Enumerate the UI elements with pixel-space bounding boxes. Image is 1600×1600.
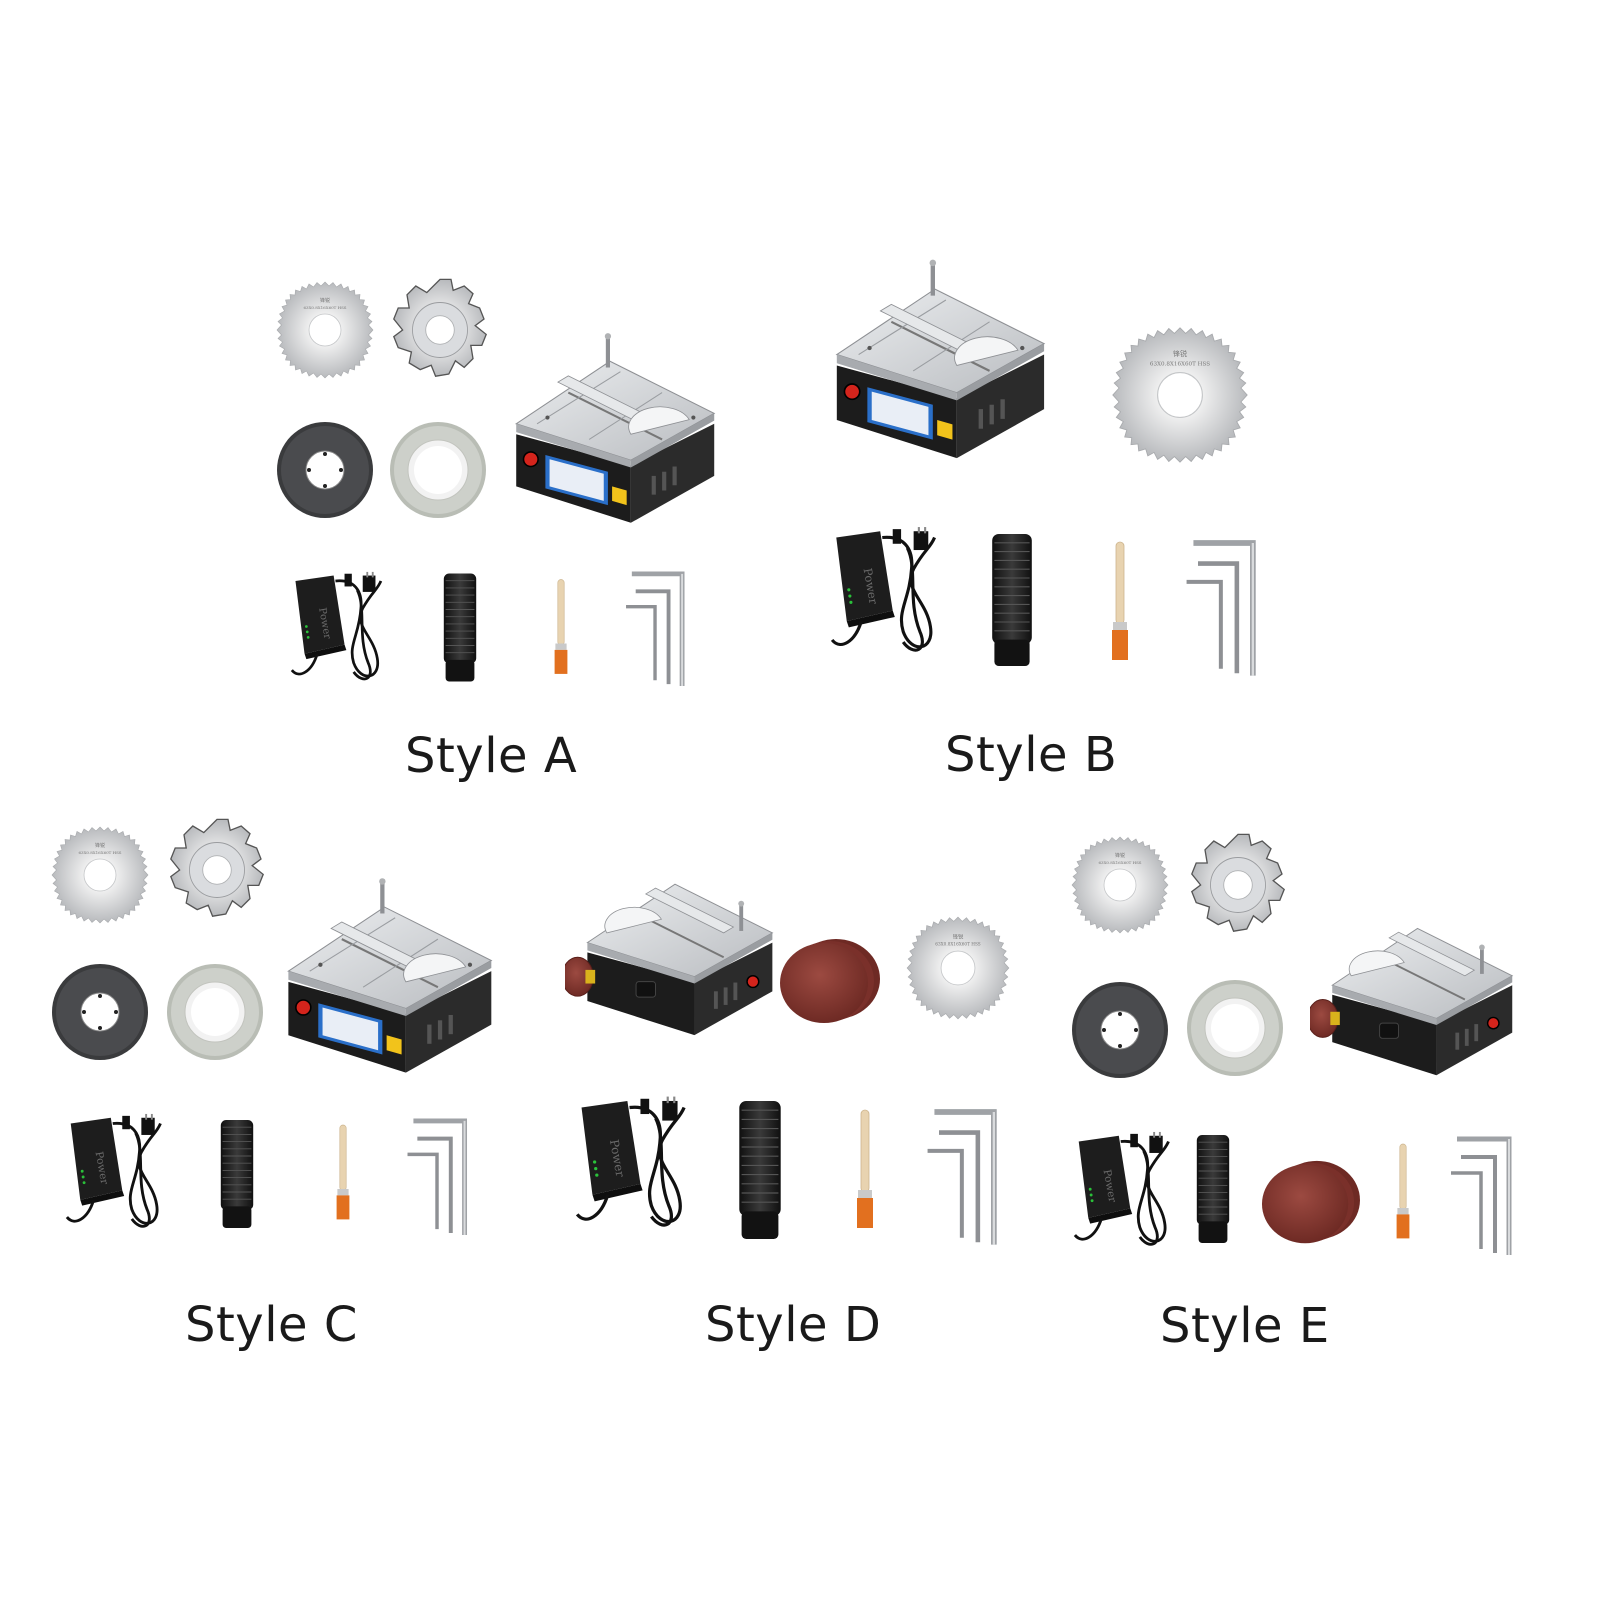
diamond-cutting-disc-icon — [1185, 978, 1285, 1078]
hex-key-set-icon — [1447, 1135, 1517, 1255]
carbide-tooth-blade-icon — [1183, 830, 1293, 940]
sanding-disc-stack-icon — [1255, 1155, 1365, 1253]
dust-hose-icon — [737, 1095, 783, 1245]
mini-table-saw-with-sander-icon — [1310, 900, 1525, 1080]
grinding-disc-icon — [275, 420, 375, 520]
style-d-panel[interactable]: Style D — [555, 855, 1025, 1360]
mini-table-saw-icon — [815, 255, 1055, 465]
power-adapter-icon — [575, 1095, 695, 1240]
circular-saw-blade-icon — [905, 915, 1011, 1021]
power-adapter-icon — [290, 570, 390, 692]
carbide-tooth-blade-icon — [162, 815, 272, 925]
mini-table-saw-with-sander-icon — [565, 855, 785, 1040]
cleaning-brush-icon — [1110, 527, 1130, 677]
style-d-label: Style D — [705, 1297, 882, 1353]
style-b-panel[interactable]: Style B — [810, 255, 1270, 783]
style-c-label: Style C — [185, 1297, 358, 1353]
circular-saw-blade-icon — [275, 280, 375, 380]
circular-saw-blade-icon — [50, 825, 150, 925]
hex-key-set-icon — [1182, 537, 1262, 677]
power-adapter-icon — [830, 525, 945, 665]
style-e-label: Style E — [1160, 1298, 1330, 1354]
cleaning-brush-icon — [335, 1113, 351, 1233]
hex-key-set-icon — [622, 570, 690, 686]
cleaning-brush-icon — [1395, 1130, 1411, 1254]
dust-hose-icon — [219, 1115, 255, 1233]
dust-hose-icon — [1195, 1128, 1231, 1250]
mini-table-saw-icon — [267, 875, 502, 1078]
carbide-tooth-blade-icon — [385, 275, 495, 385]
diamond-cutting-disc-icon — [388, 420, 488, 520]
style-b-label: Style B — [945, 727, 1118, 783]
sanding-disc-stack-icon — [773, 933, 885, 1033]
circular-saw-blade-icon — [1070, 835, 1170, 935]
dust-hose-icon — [990, 525, 1034, 675]
mini-table-saw-icon — [495, 330, 725, 528]
dust-hose-icon — [442, 570, 478, 685]
circular-saw-blade-icon — [1110, 325, 1250, 465]
diamond-cutting-disc-icon — [165, 962, 265, 1062]
style-c-panel[interactable]: Style C — [45, 815, 515, 1360]
hex-key-set-icon — [403, 1117, 473, 1235]
power-adapter-icon — [1073, 1130, 1178, 1258]
cleaning-brush-icon — [553, 570, 569, 685]
grinding-disc-icon — [1070, 980, 1170, 1080]
style-a-label: Style A — [405, 728, 578, 784]
hex-key-set-icon — [923, 1107, 1003, 1245]
cleaning-brush-icon — [855, 1095, 875, 1245]
grinding-disc-icon — [50, 962, 150, 1062]
style-e-panel[interactable]: Style E — [1065, 830, 1535, 1360]
style-a-panel[interactable]: Style A — [270, 270, 740, 784]
power-adapter-icon — [65, 1113, 170, 1239]
